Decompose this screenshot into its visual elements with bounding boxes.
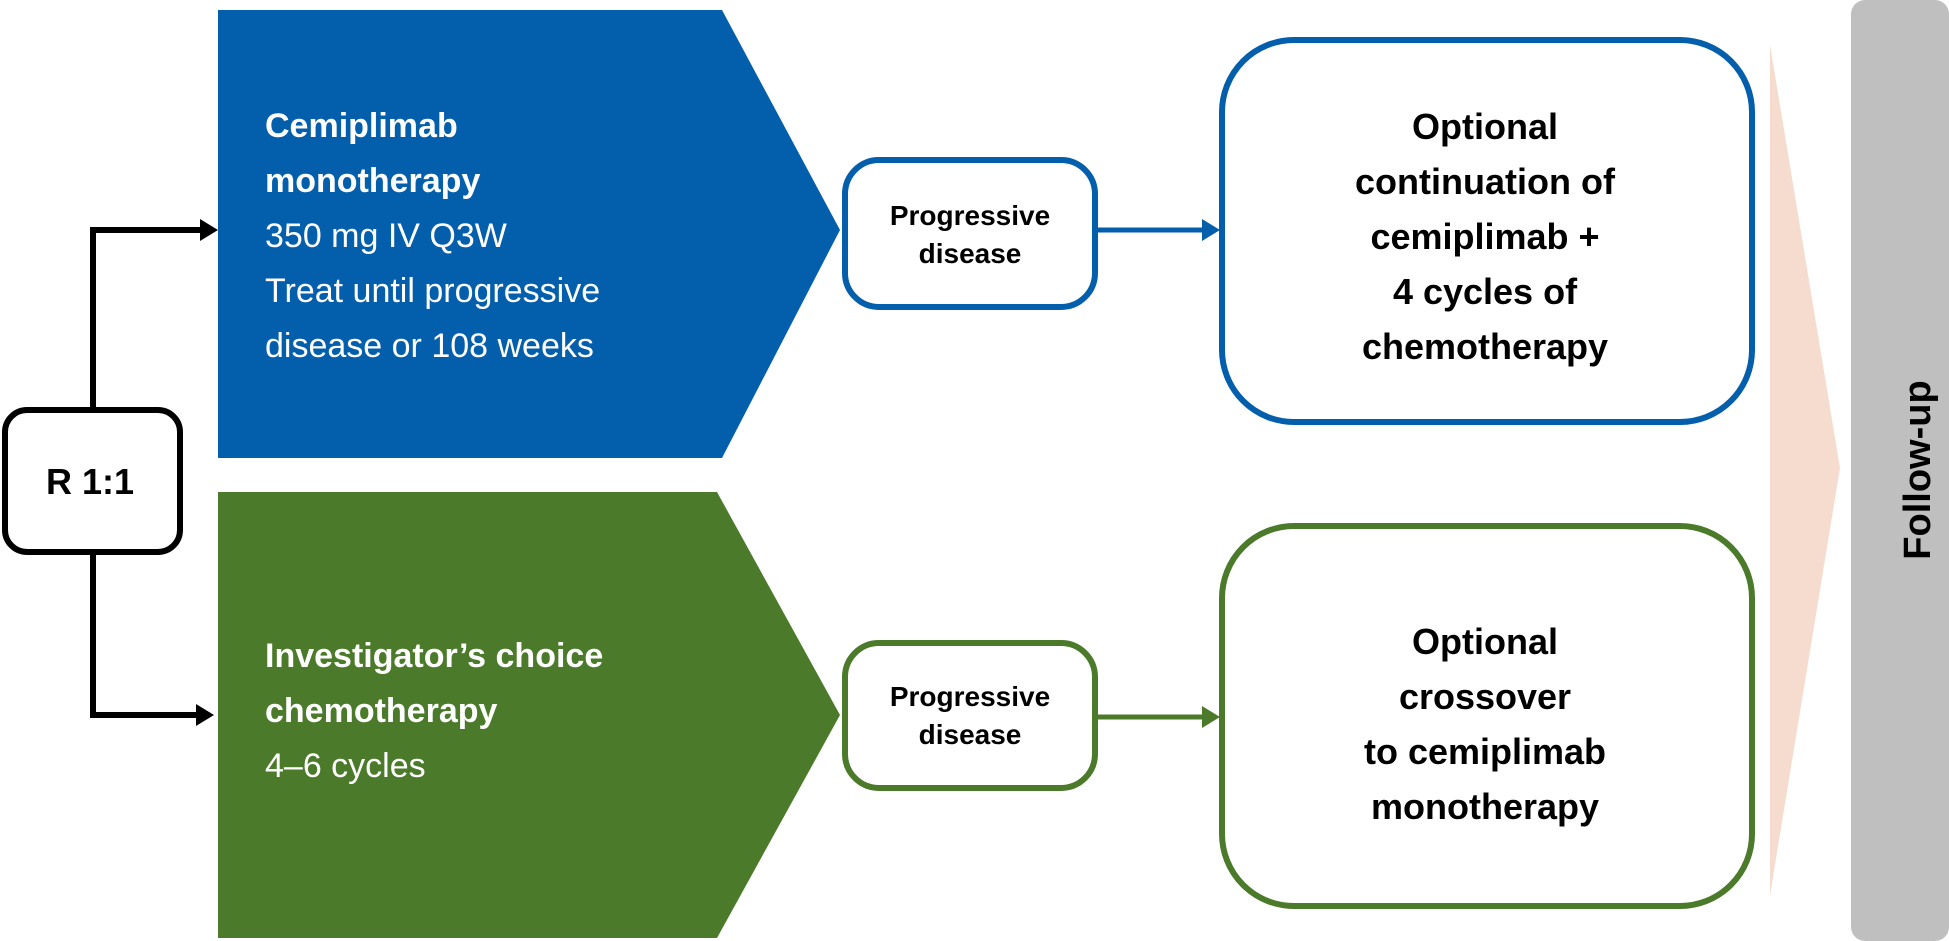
- progressive-disease-box-top: [842, 157, 1098, 310]
- arm-cemiplimab-detail-line: Treat until progressive: [265, 272, 601, 310]
- progressive-disease-line: disease: [918, 238, 1022, 269]
- progressive-disease-line: Progressive: [889, 681, 1051, 712]
- option-line: continuation of: [1355, 161, 1615, 202]
- option-label-top: Optional continuation of cemiplimab + 4 …: [1225, 99, 1745, 374]
- arm-chemotherapy-title-line: chemotherapy: [265, 692, 498, 730]
- arm-cemiplimab-title: Cemiplimab monotherapy: [265, 99, 745, 209]
- arm-chemotherapy-chevron: [218, 492, 840, 938]
- arrowhead-top-option: [1202, 219, 1220, 241]
- option-line: crossover: [1398, 676, 1572, 717]
- arm-cemiplimab-detail-line: 350 mg IV Q3W: [265, 217, 507, 255]
- option-line: monotherapy: [1370, 786, 1600, 827]
- arm-chemotherapy-detail: 4–6 cycles: [265, 739, 745, 794]
- arm-cemiplimab-title-line: Cemiplimab: [265, 107, 458, 145]
- arrowhead-bottom-arm: [196, 704, 214, 726]
- option-box-bottom: [1219, 523, 1755, 909]
- option-line: 4 cycles of: [1392, 271, 1578, 312]
- randomization-box: [2, 407, 183, 555]
- arm-cemiplimab-chevron: [218, 10, 840, 458]
- randomization-connector-top: [90, 227, 208, 410]
- progressive-disease-line: disease: [918, 719, 1022, 750]
- progressive-disease-box-bottom: [842, 640, 1098, 791]
- followup-bar: [1851, 0, 1949, 941]
- progressive-disease-label-top: Progressive disease: [845, 197, 1095, 273]
- followup-label: Follow-up: [1897, 380, 1939, 560]
- randomization-connector-bottom: [90, 552, 203, 718]
- progressive-disease-line: Progressive: [889, 200, 1051, 231]
- arm-chemotherapy-detail-line: 4–6 cycles: [265, 747, 426, 785]
- arm-chemotherapy-title-line: Investigator’s choice: [265, 637, 604, 675]
- arm-cemiplimab-detail: 350 mg IV Q3W Treat until progressive di…: [265, 209, 745, 374]
- arm-cemiplimab-detail-line: disease or 108 weeks: [265, 327, 594, 365]
- arm-cemiplimab-title-line: monotherapy: [265, 162, 481, 200]
- arrowhead-bottom-option: [1202, 706, 1220, 728]
- option-line: cemiplimab +: [1370, 216, 1600, 257]
- option-label-bottom: Optional crossover to cemiplimab monothe…: [1225, 614, 1745, 834]
- option-line: chemotherapy: [1361, 326, 1609, 367]
- progressive-disease-label-bottom: Progressive disease: [845, 678, 1095, 754]
- option-line: Optional: [1412, 106, 1558, 147]
- arrowhead-top-arm: [200, 219, 218, 241]
- randomization-label: R 1:1: [45, 461, 135, 502]
- followup-wedge: [1770, 45, 1840, 895]
- option-line: to cemiplimab: [1363, 731, 1607, 772]
- option-box-top: [1219, 37, 1755, 425]
- option-line: Optional: [1412, 621, 1558, 662]
- arm-chemotherapy-title: Investigator’s choice chemotherapy: [265, 629, 745, 739]
